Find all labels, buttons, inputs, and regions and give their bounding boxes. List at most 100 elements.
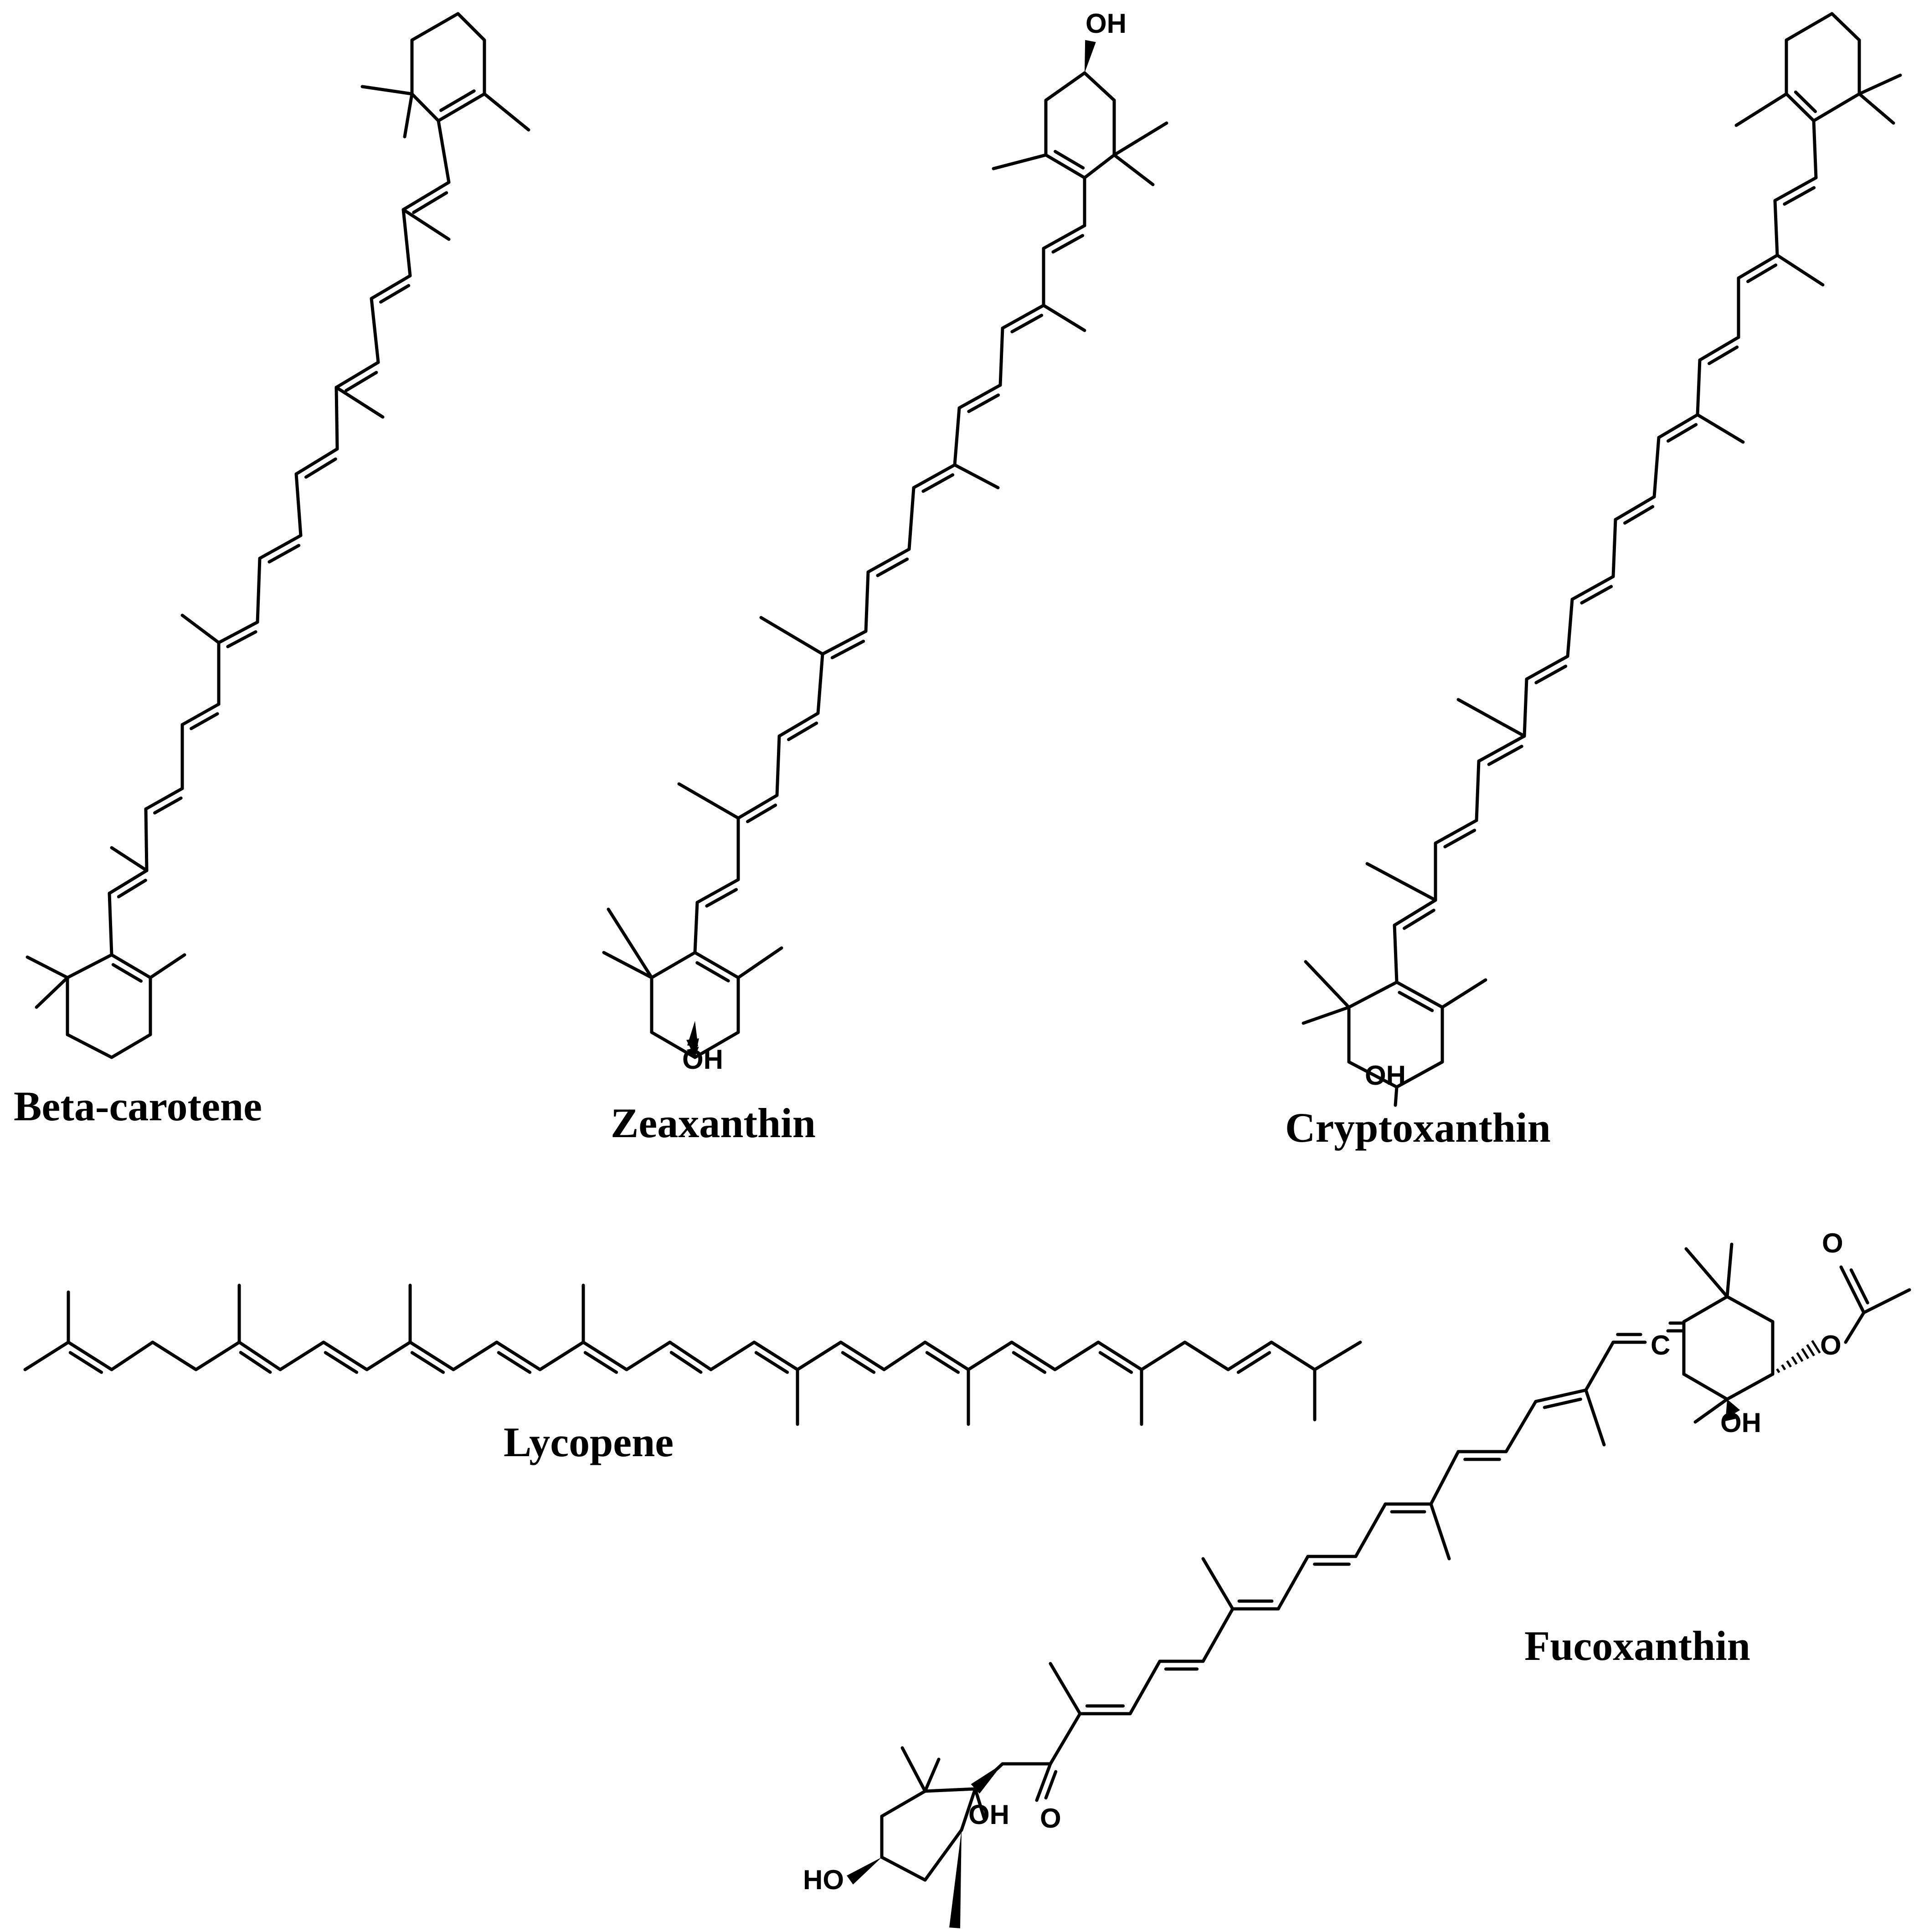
single-bond [66,953,113,979]
fucoxanthin-right-hydroxyl-label: OH [1720,1407,1761,1438]
single-bond [1083,71,1116,102]
single-bond [410,92,440,123]
single-bond [1304,960,1351,1009]
double-bond-inner [1010,314,1044,334]
single-bond [1112,153,1155,186]
single-bond [960,1787,977,1832]
double-bond-main [110,953,152,979]
single-bond [1354,1502,1387,1558]
single-bond [151,1340,198,1371]
single-bond [334,386,339,451]
single-bond [625,1340,672,1371]
single-bond [1696,358,1702,417]
double-bond-main [695,878,740,904]
single-bond [907,486,916,551]
caption-cryptoxanthin: Cryptoxanthin [1285,1104,1551,1151]
single-bond [1734,92,1788,127]
double-bond-main [217,620,259,644]
double-bond-inner [583,1351,618,1374]
double-bond-main [1737,253,1779,280]
single-bond [1183,1340,1230,1371]
single-bond [256,556,262,624]
double-bond-main [237,1340,282,1371]
single-bond [953,406,961,467]
hashed-bond-segment [1811,1340,1821,1354]
double-bond-inner [1051,234,1085,254]
single-bond [1049,1712,1082,1766]
single-bond [1393,923,1399,984]
single-bond [1862,1288,1911,1314]
double-bond-main [912,463,957,489]
single-bond [1201,1607,1235,1663]
single-bond [1365,862,1437,902]
single-bond [1696,413,1745,444]
double-bond-inner [1098,1351,1133,1374]
double-bond-main [1042,224,1086,250]
single-bond [538,1340,585,1371]
wedge-bond [949,1830,962,1928]
double-bond-inner [669,1351,703,1374]
double-bond-main [1773,176,1818,202]
double-bond-main [668,1340,713,1371]
double-bond-inner [1044,1770,1058,1800]
single-bond [1830,12,1861,42]
double-bond-inner [1794,90,1817,113]
single-bond [1725,1372,1775,1401]
single-bond [693,901,699,954]
single-bond [149,953,186,979]
single-bond [1684,1247,1729,1298]
single-bond [108,891,113,957]
single-bond [998,326,1004,387]
single-bond [1394,1085,1399,1107]
caption-zeaxanthin: Zeaxanthin [611,1100,816,1146]
zeaxanthin-top-hydroxyl-label: OH [1085,8,1127,39]
single-bond [1504,1400,1538,1453]
single-bond [1140,1340,1187,1371]
double-bond-inner [967,393,1000,413]
single-bond [110,1033,152,1059]
single-bond [1785,12,1834,42]
double-bond-inner [1487,745,1523,766]
double-bond-inner [746,804,777,824]
single-bond [1053,1340,1100,1371]
hashed-bond-segment [1776,1368,1780,1373]
double-bond-inner [787,721,818,742]
double-bond-main [581,1340,628,1371]
single-bond [360,85,414,96]
double-bond-main [777,711,820,738]
single-bond [365,1340,412,1371]
double-bond-main [752,1340,799,1371]
double-bond-main [437,92,486,123]
single-bond [650,1030,697,1059]
double-bond-inner [925,1351,960,1374]
single-bond [880,1789,927,1818]
double-bond-main [1010,1340,1057,1371]
single-bond [967,1340,1013,1371]
double-bond-inner [1534,665,1568,685]
single-bond [816,652,824,715]
cryptoxanthin-hydroxyl-label: OH [1365,1060,1406,1091]
double-bond-main [1698,335,1740,362]
double-bond-main [144,787,184,811]
single-bond [1201,1557,1235,1611]
double-bond-inner [324,1351,359,1374]
single-bond [1276,1555,1310,1611]
double-bond-main [1614,495,1656,521]
double-bond-inner [190,712,219,731]
fucoxanthin-ring-hydroxyl-label: OH [968,1799,1009,1830]
single-bond [1270,1340,1317,1371]
fucoxanthin-allene-carbon-label: C [1651,1330,1670,1360]
caption-beta-carotene: Beta-carotene [14,1083,262,1129]
double-bond-inner [1783,186,1816,206]
double-bond-main [693,951,740,979]
double-bond-inner [705,888,738,908]
wedge-bond [1727,1399,1740,1416]
double-bond-inner [1708,345,1739,366]
single-bond [1652,436,1661,499]
single-bond [1584,1340,1615,1392]
single-bond [370,297,380,364]
double-bond-main [1096,1340,1143,1371]
double-bond-main [1839,1265,1866,1314]
single-bond [1347,980,1399,1009]
